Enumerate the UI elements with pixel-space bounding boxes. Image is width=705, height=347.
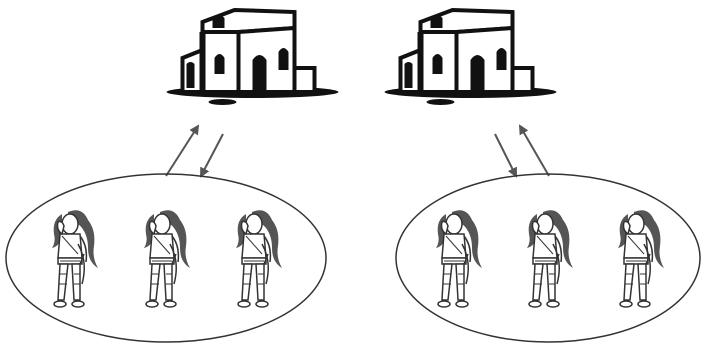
house-icon	[385, 10, 557, 105]
warrior-figure-icon	[52, 210, 98, 307]
warrior-figure-icon	[236, 210, 282, 307]
group-right	[385, 10, 701, 342]
warrior-figure-icon	[527, 210, 573, 307]
warrior-figure-icon	[618, 210, 664, 307]
warrior-figure-icon	[144, 210, 190, 307]
warrior-figure-icon	[436, 210, 482, 307]
arrow-down-icon	[201, 134, 223, 176]
house-icon	[167, 10, 339, 105]
arrow-down-icon	[495, 134, 516, 176]
arrow-up-icon	[166, 126, 198, 176]
group-left	[6, 10, 339, 342]
arrow-up-icon	[520, 126, 549, 176]
